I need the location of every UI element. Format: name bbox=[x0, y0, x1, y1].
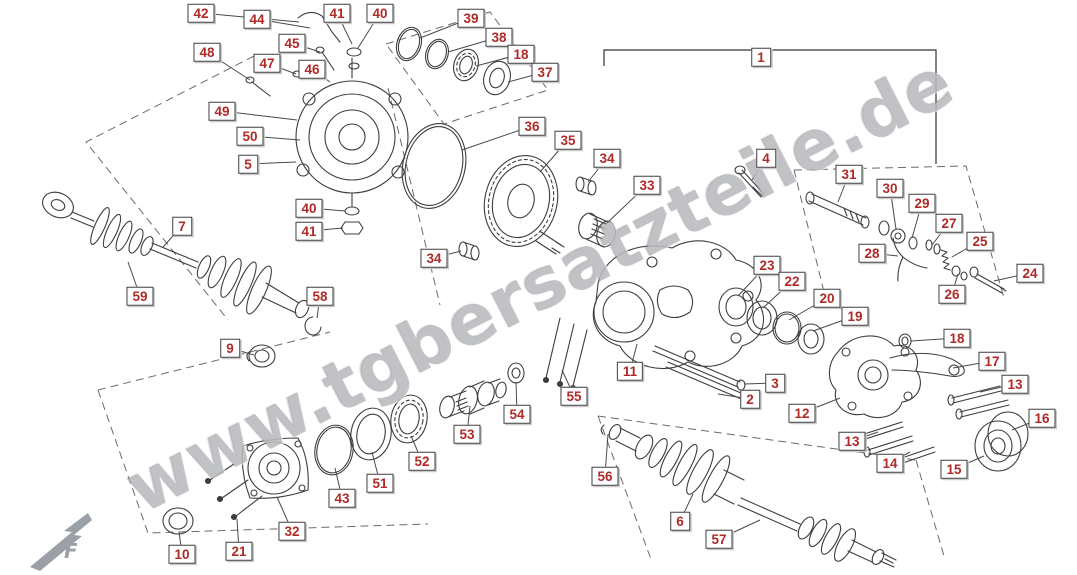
part-label-57[interactable]: 57 bbox=[705, 529, 733, 549]
part-label-44[interactable]: 44 bbox=[243, 9, 271, 29]
brand-logo: F bbox=[30, 513, 92, 571]
part-label-20[interactable]: 20 bbox=[813, 288, 841, 308]
breather-hose bbox=[297, 11, 341, 43]
clutch-gear-drum bbox=[483, 154, 565, 255]
part-label-52[interactable]: 52 bbox=[408, 451, 436, 471]
part-label-14[interactable]: 14 bbox=[876, 453, 904, 473]
dowel-pin-a bbox=[575, 176, 597, 196]
part-label-7[interactable]: 7 bbox=[172, 216, 192, 236]
part-label-19[interactable]: 19 bbox=[841, 306, 869, 326]
part-label-31[interactable]: 31 bbox=[835, 164, 863, 184]
rings-and-bearings-row bbox=[314, 394, 428, 476]
shift-fork-28 bbox=[892, 237, 928, 282]
part-label-27[interactable]: 27 bbox=[935, 213, 963, 233]
part-label-37[interactable]: 37 bbox=[531, 62, 559, 82]
part-label-47[interactable]: 47 bbox=[253, 53, 281, 73]
part-label-50[interactable]: 50 bbox=[236, 126, 264, 146]
part-label-15[interactable]: 15 bbox=[940, 459, 968, 479]
spring-25 bbox=[940, 249, 951, 271]
part-label-48[interactable]: 48 bbox=[193, 42, 221, 62]
part-label-11[interactable]: 11 bbox=[616, 361, 644, 381]
part-label-42[interactable]: 42 bbox=[187, 3, 215, 23]
part-label-9[interactable]: 9 bbox=[220, 338, 240, 358]
front-cover-housing bbox=[245, 11, 409, 235]
part-label-4[interactable]: 4 bbox=[756, 148, 776, 168]
bolt-24 bbox=[974, 273, 1007, 294]
propeller-shaft-parts bbox=[805, 191, 1007, 294]
part-label-17[interactable]: 17 bbox=[978, 351, 1006, 371]
part-label-34[interactable]: 34 bbox=[593, 148, 621, 168]
dowel-pin-b bbox=[458, 241, 480, 261]
part-label-41[interactable]: 41 bbox=[295, 221, 323, 241]
steering-arm bbox=[889, 352, 965, 377]
part-label-35[interactable]: 35 bbox=[554, 130, 582, 150]
part-label-59[interactable]: 59 bbox=[126, 286, 154, 306]
part-label-28[interactable]: 28 bbox=[858, 243, 886, 263]
part-label-39[interactable]: 39 bbox=[457, 8, 485, 28]
part-label-40[interactable]: 40 bbox=[295, 198, 323, 218]
part-label-34[interactable]: 34 bbox=[420, 248, 448, 268]
hex-nut bbox=[340, 221, 364, 235]
part-label-10[interactable]: 10 bbox=[168, 544, 196, 564]
front-drive-shaft-right bbox=[600, 424, 897, 568]
part-label-25[interactable]: 25 bbox=[966, 231, 994, 251]
part-label-18[interactable]: 18 bbox=[943, 328, 971, 348]
long-bolt-4 bbox=[734, 165, 765, 198]
part-label-5[interactable]: 5 bbox=[238, 154, 258, 174]
part-label-16[interactable]: 16 bbox=[1028, 408, 1056, 428]
part-label-12[interactable]: 12 bbox=[788, 403, 816, 423]
part-label-38[interactable]: 38 bbox=[485, 27, 513, 47]
part-label-18[interactable]: 18 bbox=[507, 44, 535, 64]
part-label-29[interactable]: 29 bbox=[908, 193, 936, 213]
part-label-2[interactable]: 2 bbox=[740, 389, 760, 409]
part-label-6[interactable]: 6 bbox=[670, 511, 690, 531]
pinion-gear-shaft bbox=[439, 378, 507, 419]
part-label-40[interactable]: 40 bbox=[366, 3, 394, 23]
part-label-41[interactable]: 41 bbox=[323, 3, 351, 23]
part-label-54[interactable]: 54 bbox=[503, 404, 531, 424]
part-label-56[interactable]: 56 bbox=[591, 466, 619, 486]
snap-ring-58 bbox=[304, 316, 322, 336]
leader-lines bbox=[127, 12, 1043, 555]
part-label-45[interactable]: 45 bbox=[278, 33, 306, 53]
part-label-33[interactable]: 33 bbox=[633, 175, 661, 195]
o-ring-large bbox=[401, 123, 467, 209]
part-label-30[interactable]: 30 bbox=[876, 178, 904, 198]
case-bolts bbox=[652, 345, 754, 405]
part-label-22[interactable]: 22 bbox=[778, 271, 806, 291]
clip-56 bbox=[600, 424, 605, 435]
cover-bolts-55 bbox=[542, 317, 588, 392]
bearing-carrier-knuckle bbox=[828, 335, 965, 419]
splined-coupler bbox=[578, 212, 616, 248]
side-cover-assembly bbox=[162, 437, 309, 535]
part-label-49[interactable]: 49 bbox=[208, 101, 236, 121]
part-label-13[interactable]: 13 bbox=[838, 431, 866, 451]
wheel-hub-bearing bbox=[974, 411, 1029, 472]
differential-gearcase bbox=[592, 240, 765, 370]
part-label-53[interactable]: 53 bbox=[453, 424, 481, 444]
dashed-boundaries bbox=[85, 11, 1005, 563]
logo-letter: F bbox=[64, 539, 78, 563]
part-label-21[interactable]: 21 bbox=[225, 541, 253, 561]
part-label-55[interactable]: 55 bbox=[560, 386, 588, 406]
part-label-51[interactable]: 51 bbox=[366, 473, 394, 493]
plug-54 bbox=[507, 362, 525, 384]
part-label-3[interactable]: 3 bbox=[765, 373, 785, 393]
part-label-36[interactable]: 36 bbox=[518, 116, 546, 136]
spacer-9 bbox=[246, 344, 276, 368]
front-drive-shaft-left bbox=[42, 191, 322, 336]
part-label-26[interactable]: 26 bbox=[938, 284, 966, 304]
part-label-46[interactable]: 46 bbox=[298, 59, 326, 79]
assembly-bracket bbox=[603, 49, 937, 164]
part-label-24[interactable]: 24 bbox=[1016, 263, 1044, 283]
part-label-32[interactable]: 32 bbox=[278, 521, 306, 541]
part-label-13[interactable]: 13 bbox=[1001, 374, 1029, 394]
part-label-23[interactable]: 23 bbox=[753, 255, 781, 275]
part-label-43[interactable]: 43 bbox=[328, 488, 356, 508]
part-label-58[interactable]: 58 bbox=[306, 286, 334, 306]
part-label-1[interactable]: 1 bbox=[751, 47, 771, 67]
bearing-seal-stack bbox=[718, 287, 825, 355]
